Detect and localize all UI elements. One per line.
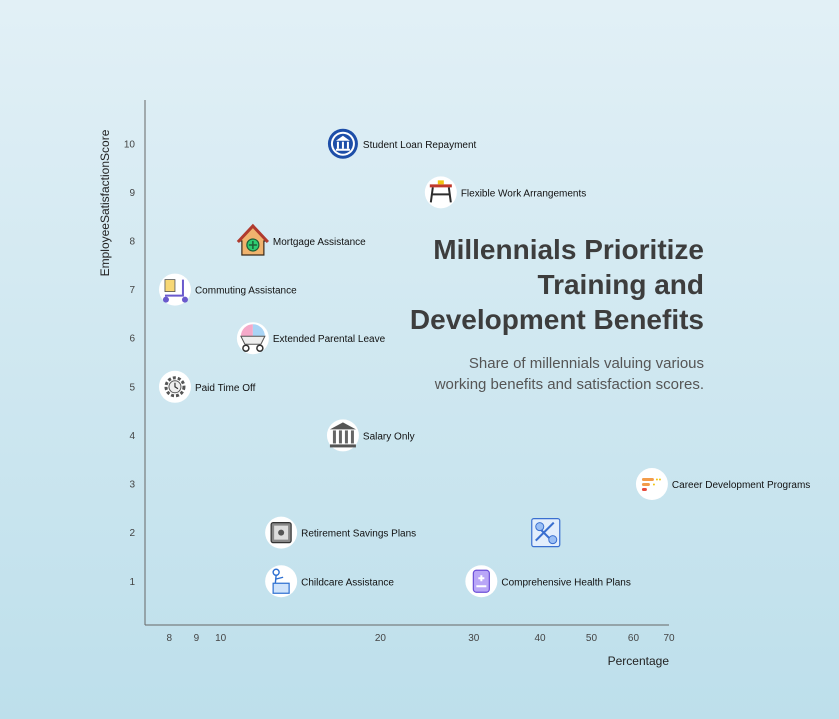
- development-tools-icon: [531, 518, 561, 548]
- chart-title: Millennials Prioritize Training and Deve…: [409, 234, 704, 335]
- childcare-icon: [265, 565, 298, 598]
- x-tick-label: 70: [663, 633, 675, 644]
- chart-subtitle: Share of millennials valuing various wor…: [434, 355, 704, 393]
- point-label: Flexible Work Arrangements: [461, 188, 586, 199]
- point-label: Comprehensive Health Plans: [501, 577, 631, 588]
- y-tick-label: 9: [129, 188, 135, 199]
- institution-icon: [326, 419, 359, 452]
- bank-icon: [327, 128, 358, 159]
- x-tick-label: 9: [194, 633, 200, 644]
- x-tick-label: 8: [166, 633, 172, 644]
- tick-labels: 8 9 10 20 30 40 50 60 70 1 2 3 4 5 6 7 8 9 10: [124, 139, 675, 644]
- point-label: Childcare Assistance: [301, 577, 394, 588]
- point-label: Student Loan Repayment: [363, 140, 477, 151]
- house-icon: [236, 223, 269, 256]
- y-tick-label: 3: [129, 480, 135, 491]
- point-label: Commuting Assistance: [195, 286, 297, 297]
- y-tick-label: 1: [129, 577, 135, 588]
- axes: [144, 100, 669, 626]
- career-ladder-icon: [635, 468, 668, 501]
- x-tick-label: 40: [535, 633, 547, 644]
- calendar-gear-icon: [158, 370, 191, 403]
- y-tick-label: 10: [124, 139, 136, 150]
- y-tick-label: 6: [129, 334, 135, 345]
- point-label: Extended Parental Leave: [273, 334, 386, 345]
- y-tick-label: 4: [129, 431, 135, 442]
- x-tick-label: 60: [628, 633, 640, 644]
- x-axis-label: Percentage: [608, 654, 670, 668]
- health-plan-icon: [465, 565, 498, 598]
- y-tick-label: 8: [129, 236, 135, 247]
- point-label: Paid Time Off: [195, 383, 256, 394]
- desk-icon: [424, 176, 457, 209]
- safe-icon: [265, 516, 298, 549]
- point-label: Mortgage Assistance: [273, 237, 366, 248]
- y-tick-label: 7: [129, 285, 135, 296]
- scooter-icon: [158, 273, 191, 306]
- point-label: Salary Only: [363, 431, 415, 442]
- title-block: Millennials Prioritize Training and Deve…: [324, 232, 704, 395]
- y-axis-label: EmployeeSatisfactionScore: [98, 129, 112, 276]
- x-tick-label: 10: [215, 633, 227, 644]
- point-label: Retirement Savings Plans: [301, 529, 416, 540]
- x-tick-label: 30: [468, 633, 480, 644]
- y-tick-label: 2: [129, 528, 135, 539]
- baby-stroller-icon: [236, 322, 269, 355]
- point-label: Career Development Programs: [672, 480, 810, 491]
- x-tick-label: 50: [586, 633, 598, 644]
- x-tick-label: 20: [375, 633, 387, 644]
- y-tick-label: 5: [129, 382, 135, 393]
